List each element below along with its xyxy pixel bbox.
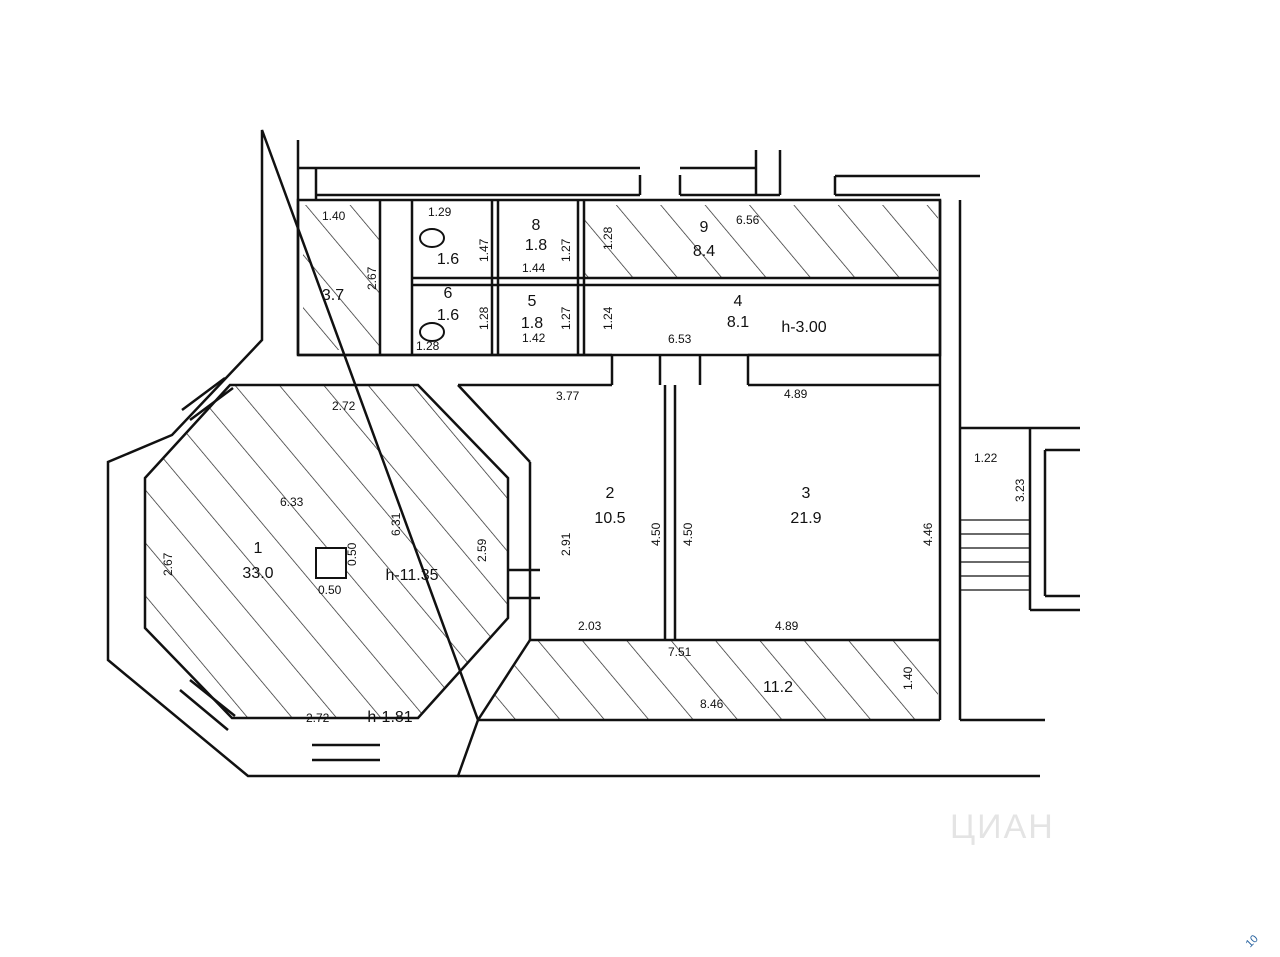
- room-9-area: 8.4: [693, 243, 715, 260]
- column-h: 0.50: [318, 583, 342, 597]
- dim: 8.46: [700, 697, 724, 711]
- room-3-number: 3: [802, 485, 811, 502]
- room-2-number: 2: [606, 485, 615, 502]
- column: [315, 547, 347, 579]
- dim: 1.42: [522, 331, 546, 345]
- room-labels: 1 33.0 h-11.35 2 10.5 3 21.9 4 8.1 h-3.0…: [242, 217, 826, 726]
- toilet-icon: [419, 228, 445, 248]
- stairs: [960, 519, 1030, 591]
- dim: 1.28: [601, 226, 615, 250]
- room-1-number: 1: [254, 540, 263, 557]
- dim: 2.72: [332, 399, 356, 413]
- room-5-area: 1.8: [521, 315, 543, 332]
- dim: 4.50: [649, 522, 663, 546]
- dimension-labels: 1.40 1.29 2.67 1.47 1.27 1.28 6.56 1.44 …: [161, 205, 1027, 725]
- dim: 1.29: [428, 205, 452, 219]
- watermark: ЦИАН: [950, 808, 1055, 846]
- room-8-number: 8: [532, 217, 541, 234]
- dim: 4.89: [784, 387, 808, 401]
- dim: 1.40: [901, 666, 915, 690]
- room-7-area: 1.6: [437, 251, 459, 268]
- dim: 1.27: [559, 238, 573, 262]
- dim: 1.28: [416, 339, 440, 353]
- room-1-height: h-11.35: [385, 567, 438, 584]
- corner-stamp: 10: [1244, 933, 1261, 950]
- dim: 2.67: [365, 266, 379, 290]
- dim: 1.47: [477, 238, 491, 262]
- dim: 1.40: [322, 209, 346, 223]
- dim: 6.33: [280, 495, 304, 509]
- dim: 4.89: [775, 619, 799, 633]
- dim: 3.23: [1013, 478, 1027, 502]
- dim: 3.77: [556, 389, 580, 403]
- dim: 2.67: [161, 552, 175, 576]
- height-mark: h-1.81: [367, 709, 412, 726]
- dim: 1.24: [601, 306, 615, 330]
- room-9-hatch: [583, 205, 938, 278]
- room-6-area: 1.6: [437, 307, 459, 324]
- dim: 6.53: [668, 332, 692, 346]
- dim: 6.56: [736, 213, 760, 227]
- dim: 1.27: [559, 306, 573, 330]
- room-6-number: 6: [444, 285, 453, 302]
- dim: 2.72: [306, 711, 330, 725]
- dim: 7.51: [668, 645, 692, 659]
- dim: 4.50: [681, 522, 695, 546]
- dim: 1.22: [974, 451, 998, 465]
- column-w: 0.50: [345, 542, 359, 566]
- room-9-number: 9: [700, 219, 709, 236]
- dim: 2.91: [559, 532, 573, 556]
- walls: [106, 129, 1080, 778]
- room-4-height: h-3.00: [781, 319, 826, 336]
- room-10-area: 3.7: [322, 287, 344, 304]
- dim: 1.44: [522, 261, 546, 275]
- dim: 1.28: [477, 306, 491, 330]
- room-11-hatch: [478, 640, 938, 720]
- room-11-area: 11.2: [763, 679, 793, 696]
- room-4-area: 8.1: [727, 314, 749, 331]
- dim: 6.31: [389, 512, 403, 536]
- dim: 2.59: [475, 538, 489, 562]
- toilet-icon: [419, 322, 445, 342]
- room-5-number: 5: [528, 293, 537, 310]
- room-8-area: 1.8: [525, 237, 547, 254]
- room-4-number: 4: [734, 293, 743, 310]
- room-3-area: 21.9: [790, 510, 821, 527]
- dim: 2.03: [578, 619, 602, 633]
- room-2-area: 10.5: [594, 510, 625, 527]
- dim: 4.46: [921, 522, 935, 546]
- room-1-area: 33.0: [242, 565, 273, 582]
